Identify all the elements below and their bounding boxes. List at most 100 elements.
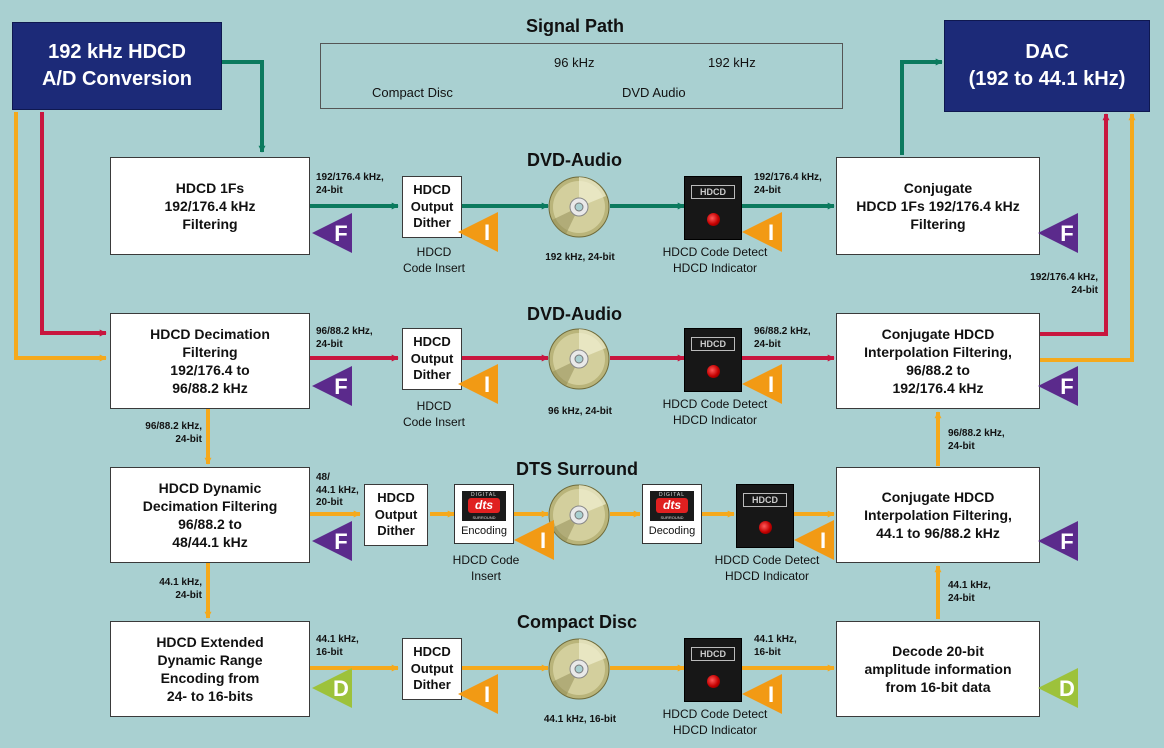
text-line: Dither <box>413 677 451 693</box>
text-line: 44.1 kHz, <box>159 577 202 588</box>
legend-dvd-label: DVD Audio <box>622 85 686 100</box>
text-line: 192/176.4 kHz, <box>754 172 822 183</box>
row2-right-filter-badge: F <box>1036 364 1080 408</box>
badge-triangle <box>458 212 498 252</box>
text-line: HDCD <box>413 181 451 197</box>
text-line: Code Insert <box>402 415 466 430</box>
badge-letter: F <box>334 221 347 246</box>
text-line: A/D Conversion <box>41 68 193 90</box>
text-line: 192 kHz HDCD <box>48 41 186 63</box>
badge-letter: I <box>484 682 490 707</box>
row1-in-rate: 192/176.4 kHz,24-bit <box>754 172 822 197</box>
source-orange-feed <box>14 112 107 362</box>
text-line: Dither <box>377 523 415 539</box>
text-line: HDCD Dynamic <box>158 479 262 496</box>
text-line: 96/88.2 to <box>178 516 242 532</box>
badge-letter: F <box>334 374 347 399</box>
text-line: 24-bit <box>316 338 343 350</box>
disc-icon <box>548 638 610 700</box>
row2-detector-plate: HDCD <box>691 337 735 351</box>
right-rate-3-2: 96/88.2 kHz,24-bit <box>948 428 1005 453</box>
row3-dts-decoder-logo: DIGITAL dts SURROUND <box>650 491 694 521</box>
badge-letter: F <box>334 529 347 554</box>
badge-triangle <box>312 668 352 708</box>
row1-section-title: DVD-Audio <box>527 150 622 170</box>
badge-letter: D <box>1059 676 1075 701</box>
badge-letter: I <box>484 372 490 397</box>
left-rate-2-3: 96/88.2 kHz,24-bit <box>104 421 202 446</box>
text-line: 96/88.2 kHz <box>172 380 248 397</box>
text-line: HDCD Decimation <box>150 325 270 342</box>
text-line: HDCD Code Detect <box>662 245 768 259</box>
row1-to-dac-green <box>900 58 943 155</box>
row3-dts-encoder-logo: DIGITAL dts SURROUND <box>462 491 506 521</box>
text-line: Interpolation Filtering, <box>864 506 1012 523</box>
row4-indicator-led <box>707 675 720 688</box>
text-line: 44.1 to 96/88.2 kHz <box>876 525 1000 542</box>
row4-detect-badge: I <box>740 672 784 716</box>
text-line: Conjugate <box>903 179 973 196</box>
badge-triangle <box>514 520 554 560</box>
text-line: Filtering <box>182 216 238 233</box>
text-line: 192/176.4 kHz <box>892 380 984 397</box>
disc-icon <box>548 328 610 390</box>
text-line: HDCD Indicator <box>672 413 758 428</box>
text-line: 48/ <box>316 472 330 483</box>
row1-detector-plate: HDCD <box>691 185 735 199</box>
text-line: HDCD <box>416 245 452 259</box>
text-line: Insert <box>470 569 501 584</box>
source-crimson-feed <box>40 112 107 337</box>
row3-detect-badge: I <box>792 518 836 562</box>
row3-dts-decoder: DIGITAL dts SURROUND Decoding <box>642 484 702 544</box>
badge-triangle <box>312 366 352 406</box>
text-line: 44.1 kHz, <box>754 634 797 645</box>
badge-triangle <box>742 674 782 714</box>
row3-section-title: DTS Surround <box>516 459 638 479</box>
text-line: Output <box>410 350 454 366</box>
row2-indicator-led <box>707 365 720 378</box>
row2-detect-badge: I <box>740 362 784 406</box>
text-line: HDCD 1Fs <box>175 179 245 196</box>
badge-letter: I <box>768 220 774 245</box>
row4-disc <box>548 638 610 700</box>
row2-hdcd-detector: HDCD <box>684 328 742 392</box>
badge-letter: D <box>333 676 349 701</box>
row2-disc <box>548 328 610 390</box>
row3-left-filter-badge: F <box>310 519 354 563</box>
badge-letter: F <box>1060 529 1073 554</box>
row2-left-filter-badge: F <box>310 364 354 408</box>
row2-in-rate: 96/88.2 kHz,24-bit <box>754 326 811 351</box>
badge-triangle <box>1038 366 1078 406</box>
legend-title: Signal Path <box>526 16 625 36</box>
badge-letter: I <box>768 682 774 707</box>
text-line: Output <box>374 506 418 522</box>
source-ad-text: 192 kHz HDCD A/D Conversion <box>42 39 192 93</box>
badge-triangle <box>1038 521 1078 561</box>
text-line: Encoding from <box>160 670 260 686</box>
badge-letter: F <box>1060 374 1073 399</box>
row1-out-rate: 192/176.4 kHz,24-bit <box>316 172 384 197</box>
text-line: 96/88.2 kHz, <box>316 326 373 337</box>
row1-hdcd-detector: HDCD <box>684 176 742 240</box>
row4-detector-plate: HDCD <box>691 647 735 661</box>
text-line: amplitude information <box>864 660 1012 677</box>
text-line: HDCD Indicator <box>672 261 758 276</box>
row4-out-rate: 44.1 kHz,16-bit <box>316 634 359 659</box>
row3-dts-encoder: DIGITAL dts SURROUND Encoding <box>454 484 514 544</box>
row2-to-dac-orange <box>1040 113 1136 362</box>
row4-right-decode-badge: D <box>1036 666 1080 710</box>
text-line: HDCD <box>413 643 451 659</box>
